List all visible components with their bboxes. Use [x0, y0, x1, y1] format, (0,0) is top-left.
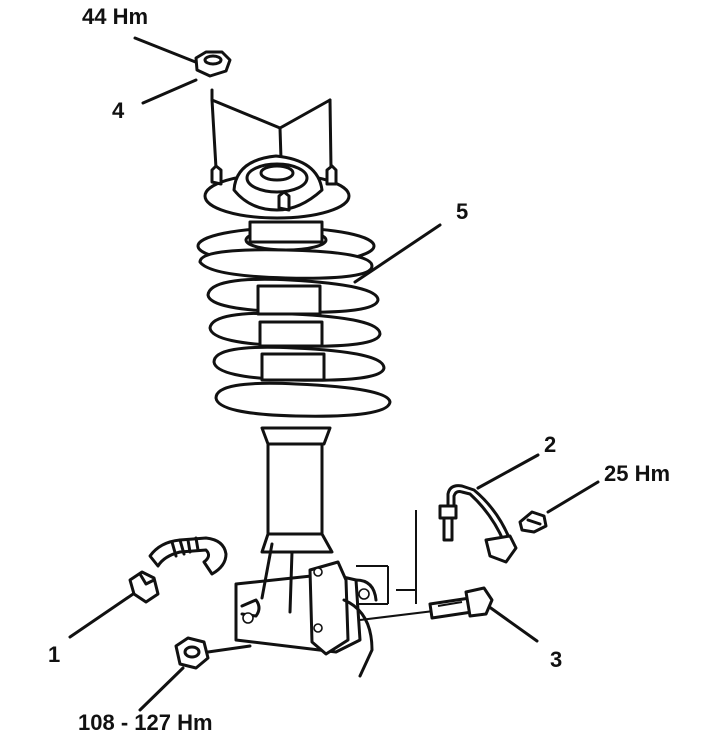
torque-label-knuckle-nut: 108 - 127 Hm: [78, 710, 213, 735]
item-label-1: 1: [48, 642, 61, 667]
brake-hose: [148, 536, 228, 576]
top-mount-nut: [194, 50, 232, 78]
item-label-5: 5: [456, 199, 469, 224]
strut-body: [260, 426, 334, 554]
sensor-bolt: [518, 510, 548, 534]
item-label-2: 2: [544, 432, 557, 457]
item-label-4: 4: [112, 98, 125, 123]
coil-spring: [198, 248, 392, 418]
torque-label-top-nut: 44 Hm: [82, 4, 149, 29]
upper-strut-mount: [203, 154, 351, 220]
knuckle-bracket: [234, 542, 378, 678]
abs-sensor-wire: [438, 484, 518, 564]
leader-lines: [68, 36, 600, 712]
torque-label-sensor-bolt: 25 Hm: [604, 461, 671, 486]
brake-hose-clip: [128, 570, 160, 604]
knuckle-bolt: [428, 586, 494, 620]
knuckle-nut: [174, 636, 252, 670]
item-label-3: 3: [550, 647, 563, 672]
sensor-bracket-guides: [356, 510, 443, 621]
